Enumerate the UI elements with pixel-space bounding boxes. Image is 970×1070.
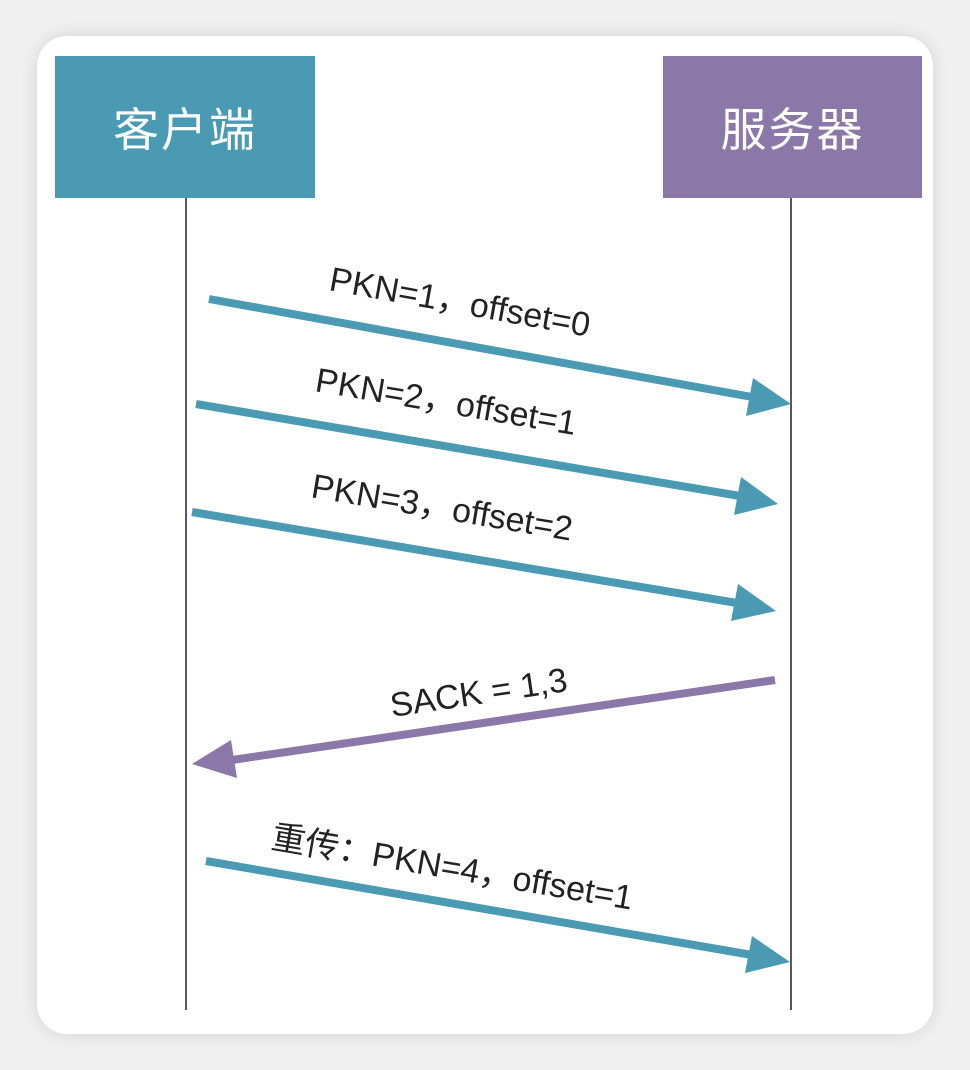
message-arrow-5 [205, 857, 790, 973]
server-participant-box: 服务器 [663, 56, 922, 198]
message-arrow-4 [192, 676, 776, 778]
message-arrow-1 [208, 295, 791, 416]
server-participant-label: 服务器 [720, 103, 865, 157]
client-participant-label: 客户端 [113, 103, 257, 157]
client-participant-box: 客户端 [55, 56, 315, 198]
message-arrow-2 [195, 400, 778, 515]
message-label-1: PKN=1，offset=0 [327, 260, 594, 344]
message-arrow-3 [191, 508, 776, 621]
